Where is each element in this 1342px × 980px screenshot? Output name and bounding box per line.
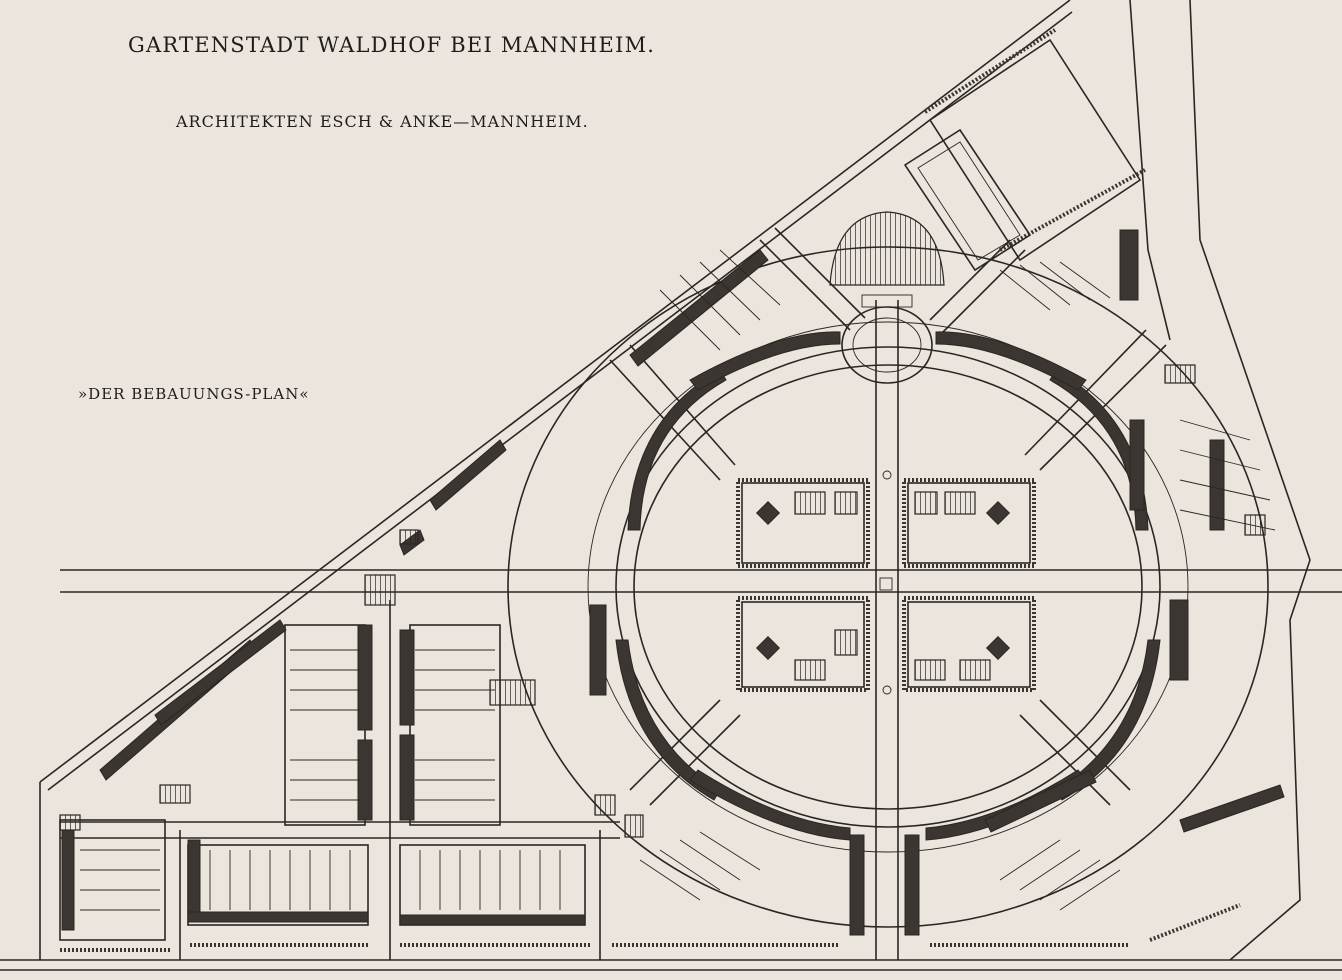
plan-subtitle: »DER BEBAUUNGS-PLAN« xyxy=(78,385,310,403)
scattered-buildings xyxy=(59,364,1266,838)
street-grid xyxy=(60,227,1342,960)
housing-blocks xyxy=(59,229,1285,941)
ring-row-houses xyxy=(615,331,1161,841)
bottom-hedges xyxy=(60,903,1241,952)
inner-blocks xyxy=(736,478,1036,692)
lot-lines xyxy=(80,249,1276,911)
park-area xyxy=(903,28,1146,272)
map-title: GARTENSTADT WALDHOF BEI MANNHEIM. xyxy=(128,33,656,57)
architects-caption: ARCHITEKTEN ESCH & ANKE—MANNHEIM. xyxy=(176,112,589,131)
central-plaza xyxy=(829,211,945,695)
ring-road xyxy=(507,246,1269,928)
